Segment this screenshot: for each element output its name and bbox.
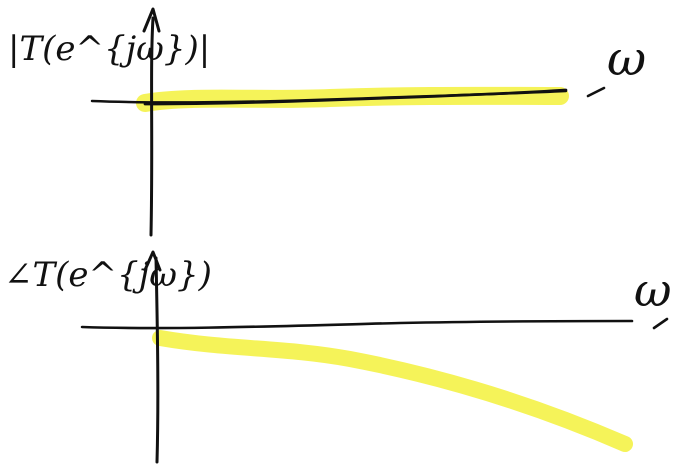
- phase-y-label: ∠T(e^{jω}): [4, 255, 212, 295]
- phase-x-arrow-mark: [652, 317, 669, 330]
- magnitude-plot: |T(e^{jω})| ω: [8, 7, 646, 237]
- magnitude-x-arrow-mark: [586, 86, 606, 98]
- magnitude-y-arrowhead: [142, 7, 161, 33]
- phase-highlight-curve: [152, 330, 633, 452]
- magnitude-highlight-curve: [136, 86, 569, 112]
- phase-y-arrowhead: [143, 250, 162, 272]
- phase-plot: ∠T(e^{jω}) ω: [4, 250, 672, 464]
- phase-x-label: ω: [634, 263, 672, 317]
- phase-x-axis: [80, 319, 634, 330]
- phase-y-axis: [154, 256, 160, 464]
- magnitude-x-label: ω: [607, 31, 646, 87]
- magnitude-curve: [143, 88, 568, 106]
- magnitude-y-axis: [149, 16, 155, 237]
- magnitude-y-label: |T(e^{jω})|: [8, 29, 210, 69]
